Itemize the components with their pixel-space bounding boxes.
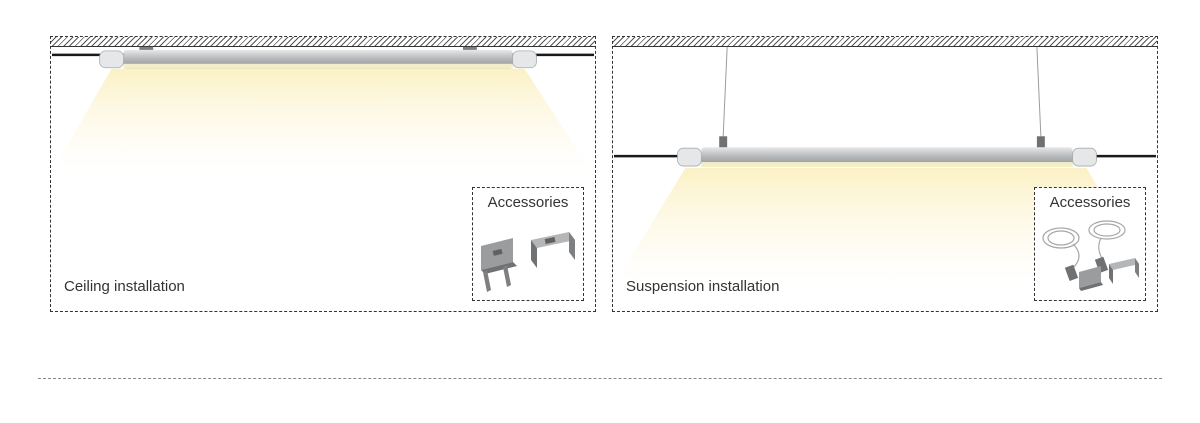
mounting-clip	[531, 232, 575, 268]
mounting-clip	[481, 238, 517, 292]
coiled-wire	[1042, 227, 1080, 269]
accessories-box: Accessories	[1034, 187, 1146, 301]
suspension-installation-scene	[613, 46, 1157, 286]
coiled-wire	[1088, 220, 1126, 261]
suspension-wire	[722, 46, 728, 137]
section-divider	[38, 378, 1162, 379]
ceiling-installation-scene	[51, 46, 595, 173]
ceiling-hatch	[613, 37, 1157, 47]
light-beam	[51, 68, 593, 173]
panel-label: Suspension installation	[626, 278, 780, 295]
suspension-wire	[1036, 46, 1042, 137]
ceiling-mount-clip-icon	[481, 232, 575, 292]
accessories-box: Accessories	[472, 187, 584, 301]
wire-gripper	[719, 136, 728, 149]
accessories-title: Accessories	[1049, 194, 1131, 211]
mounting-clip	[1079, 266, 1103, 291]
led-tube-light	[677, 147, 1097, 168]
led-tube-light	[99, 49, 537, 69]
suspension-kit-icon	[1042, 220, 1139, 291]
wire-gripper	[1064, 264, 1079, 281]
accessories-title: Accessories	[487, 194, 569, 211]
suspension-installation-panel: Accessories Sus	[612, 36, 1158, 312]
wire-gripper	[1036, 136, 1045, 149]
ceiling-hatch	[51, 37, 595, 47]
panel-label: Ceiling installation	[64, 278, 185, 295]
ceiling-installation-panel: Accessories Ceiling installation	[50, 36, 596, 312]
light-beam	[613, 168, 1157, 286]
mounting-clip	[1109, 258, 1139, 284]
